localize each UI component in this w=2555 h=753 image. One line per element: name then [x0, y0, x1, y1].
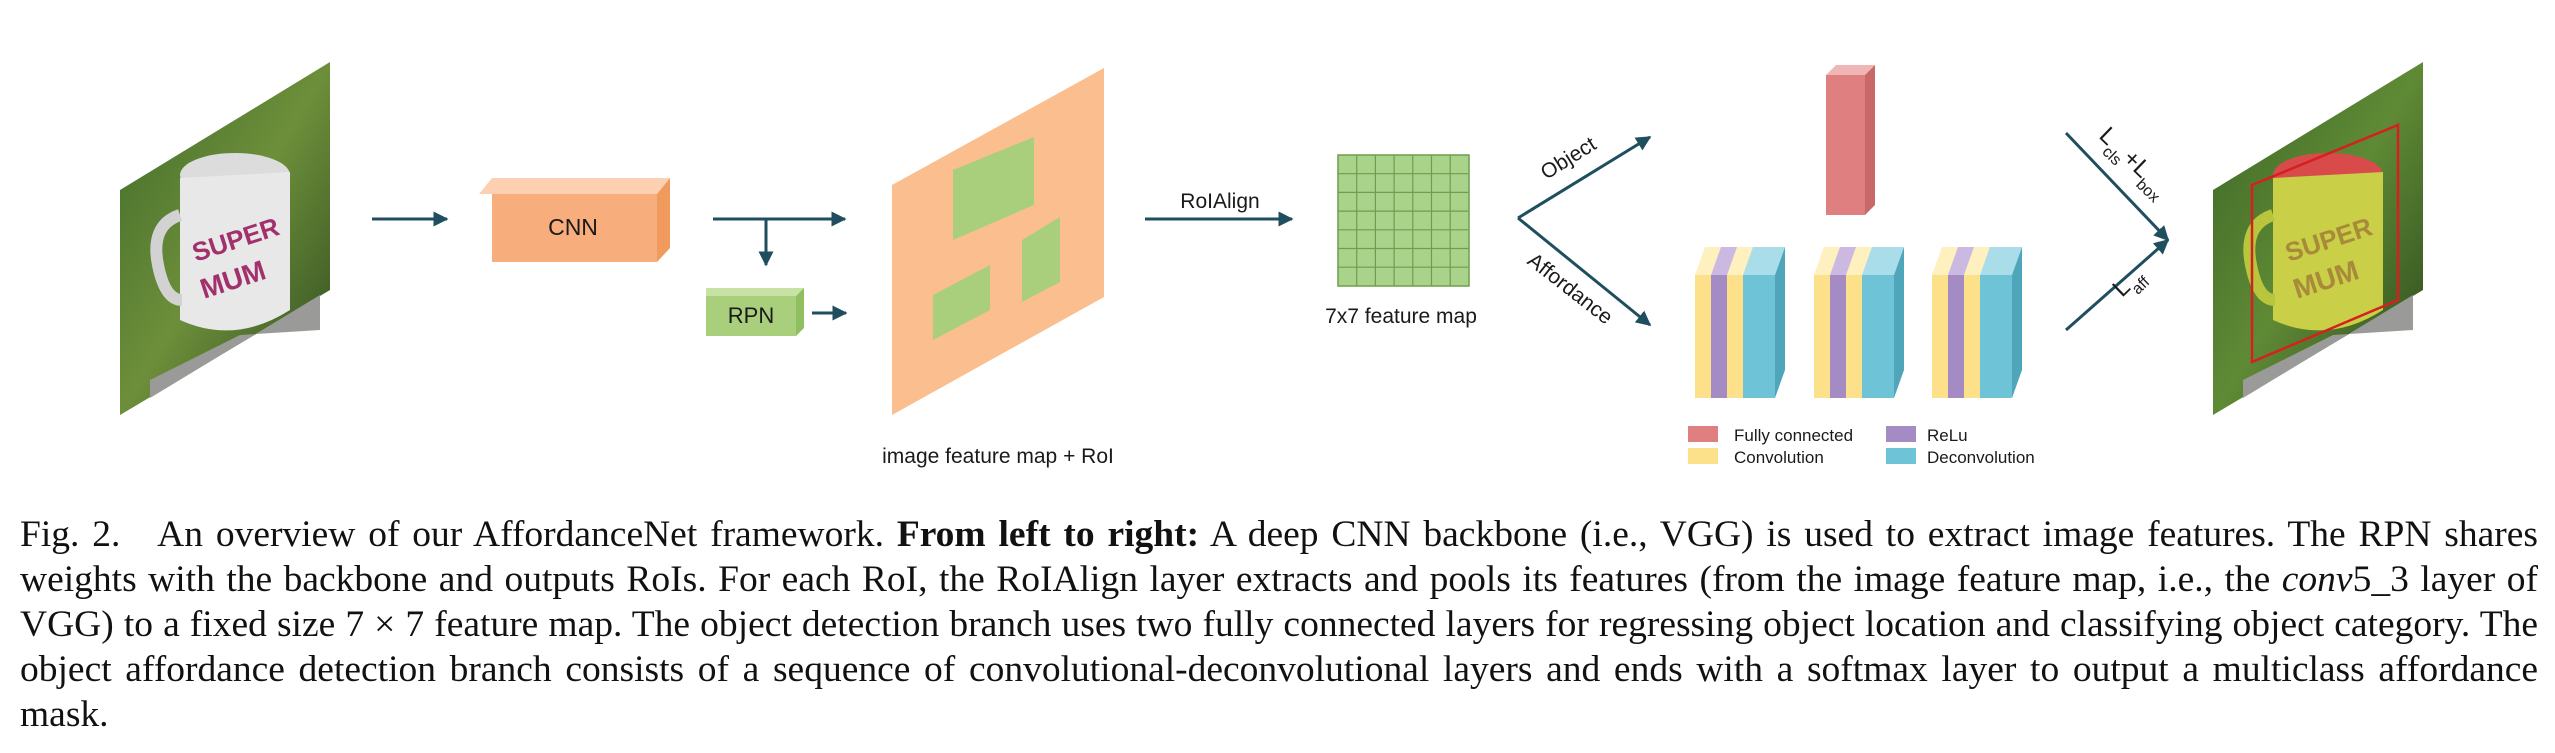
legend-swatch-fully-connected: [1688, 426, 1718, 442]
arrow-loss-object: [2064, 131, 2170, 242]
caption-italic-conv: conv: [2281, 559, 2353, 600]
caption-layer-suffix: 5_3: [2352, 559, 2409, 600]
legend-label-deconvolution: Deconvolution: [1927, 448, 2035, 467]
layer-stack-2: [1814, 247, 1904, 398]
image-feature-map: [892, 68, 1104, 415]
arrow-loss-affordance: [2065, 238, 2170, 332]
roi-box: [1022, 217, 1060, 302]
cnn-label: CNN: [548, 214, 598, 240]
legend-swatch-deconvolution: [1886, 448, 1916, 464]
stone-shape: [150, 295, 320, 398]
legend-swatch-relu: [1886, 426, 1916, 442]
roialign-label: RoIAlign: [1180, 190, 1259, 213]
figure-label: Fig. 2.: [20, 514, 121, 555]
output-image: SUPER MUM: [2213, 62, 2423, 415]
grid-label: 7x7 feature map: [1325, 305, 1477, 328]
legend: Fully connected ReLu Convolution Deconvo…: [1688, 426, 2035, 467]
detection-bounding-box: [2250, 123, 2400, 364]
caption-bold-phrase: From left to right:: [896, 514, 1200, 555]
mug-image: SUPER MUM: [150, 153, 290, 331]
legend-label-relu: ReLu: [1927, 426, 1968, 445]
feature-map-label: image feature map + RoI: [882, 445, 1114, 468]
layer-stack-3: [1932, 247, 2022, 398]
branch-object-arrow: [1517, 135, 1652, 220]
object-label: Object: [1537, 133, 1601, 185]
loss-top-label: Lcls+Lbox: [2089, 122, 2174, 206]
rpn-label: RPN: [728, 303, 774, 328]
roi-box: [953, 137, 1034, 240]
cnn-block: CNN: [479, 178, 670, 262]
legend-label-convolution: Convolution: [1734, 448, 1824, 467]
affordancenet-diagram: SUPER MUM CNN RPN image feature map + Ro…: [120, 62, 2423, 468]
layer-stack-1: [1695, 247, 1785, 398]
mug-affordance-mask: SUPER MUM: [2243, 153, 2383, 331]
input-image: SUPER MUM: [120, 62, 330, 415]
fully-connected-layers: [1826, 65, 1875, 215]
roi-box: [933, 265, 990, 340]
figure-caption: Fig. 2. An overview of our AffordanceNet…: [20, 512, 2538, 737]
caption-text-1: An overview of our AffordanceNet framewo…: [157, 514, 884, 555]
feature-grid-7x7: [1337, 154, 1470, 287]
rpn-block: RPN: [706, 288, 804, 336]
caption-text-2: A deep CNN backbone (i.e., VGG) is used …: [20, 514, 2538, 600]
branch-affordance-arrow: [1517, 216, 1652, 327]
legend-swatch-convolution: [1688, 448, 1718, 464]
loss-bottom-label: Laff: [2107, 261, 2153, 307]
legend-label-fully-connected: Fully connected: [1734, 426, 1853, 445]
caption-text-3: layer of VGG) to a fixed size 7 × 7 feat…: [20, 559, 2539, 735]
